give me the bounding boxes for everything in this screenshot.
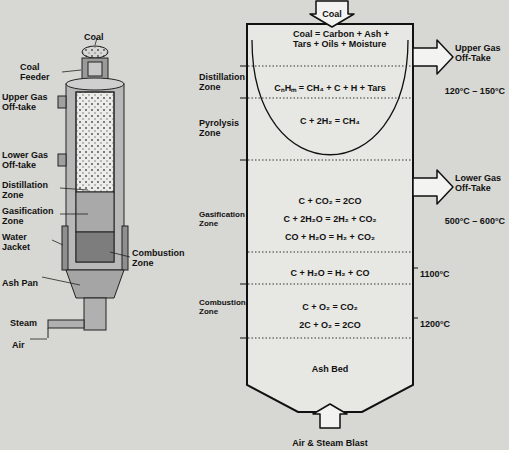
zone-name: Ash Bed xyxy=(312,364,349,374)
ash-bed-band: Ash Bed xyxy=(247,338,413,385)
part-label: Ash Pan xyxy=(2,278,38,288)
leader-line xyxy=(52,240,63,245)
coal-feed-band: Coal = Carbon + Ash + Tars + Oils + Mois… xyxy=(247,24,413,66)
zone-separator xyxy=(248,284,412,285)
air-steam-blast-arrow: Air & Steam Blast xyxy=(280,404,380,448)
coal-feeder xyxy=(82,58,108,80)
leader-line xyxy=(30,339,47,340)
leader-line xyxy=(110,252,130,257)
zone-tick xyxy=(240,338,247,339)
leader-line xyxy=(62,70,81,72)
temperature-tick xyxy=(413,268,418,269)
part-label: Air xyxy=(12,340,25,350)
reaction-text: C + CO₂ = 2CO xyxy=(298,196,361,206)
distillation-band: Distillation ZoneCₙHₘ = CH₄ + C + H + Ta… xyxy=(247,66,413,98)
temperature-tick xyxy=(413,318,418,319)
part-label: Water Jacket xyxy=(2,232,50,253)
upper-gas-pipe xyxy=(58,96,66,108)
steam-air-pipe xyxy=(48,320,84,328)
block-arrow xyxy=(413,40,453,74)
water-jacket-left xyxy=(62,226,68,270)
composition-text: Coal = Carbon + Ash + Tars + Oils + Mois… xyxy=(293,29,397,50)
water-jacket-right xyxy=(122,226,128,270)
reaction-text: C + 2H₂ = CH₄ xyxy=(300,116,360,126)
offtake-name: Lower Gas Off-Take xyxy=(455,173,505,194)
zone-separator xyxy=(248,252,412,253)
zone-tick xyxy=(240,98,247,99)
inlet-label: Air & Steam Blast xyxy=(292,438,368,448)
coal-bed xyxy=(76,92,114,192)
offtake-name: Upper Gas Off-Take xyxy=(455,43,505,64)
reaction-text: C + O₂ = CO₂ xyxy=(302,302,358,312)
leader-line xyxy=(42,277,80,285)
part-label: Coal xyxy=(84,32,104,42)
zone-brackets xyxy=(240,66,418,338)
gasification-region xyxy=(76,192,114,232)
zone-tick xyxy=(240,284,247,285)
coal-inlet-arrow: Coal xyxy=(310,1,354,27)
coal-feeder-window xyxy=(88,62,102,76)
vessel-cutaway xyxy=(76,92,114,262)
temperature-range: 500°C – 600°C xyxy=(445,216,505,226)
part-label: Steam xyxy=(10,318,37,328)
pyrolysis-band: Pyrolysis ZoneC + 2H₂ = CH₄ xyxy=(247,98,413,160)
zone-label: Distillation Zone xyxy=(2,180,58,201)
vessel-top xyxy=(66,78,124,90)
lower-gas-pipe xyxy=(58,154,66,166)
temperature-label: 1200°C xyxy=(420,319,450,329)
gasifier-column xyxy=(240,24,418,412)
zone-name: Pyrolysis Zone xyxy=(199,118,245,139)
inlet-label: Coal xyxy=(322,9,342,19)
block-arrow xyxy=(313,404,347,428)
block-arrow xyxy=(413,170,453,204)
reaction-text: 2C + O₂ = 2CO xyxy=(299,320,361,330)
zone-separator xyxy=(248,338,412,339)
zone-name: Distillation Zone xyxy=(199,72,245,93)
zone-separator xyxy=(248,98,412,99)
zone-label: Combustion Zone xyxy=(132,248,194,269)
gas-offtake-arrow: Lower Gas Off-Take 500°C – 600°C xyxy=(413,170,505,228)
zone-tick xyxy=(240,160,247,161)
zone-separator xyxy=(248,66,412,67)
coal-pile xyxy=(82,46,108,58)
temperature-label: 1100°C xyxy=(420,269,450,279)
pyrolysis-curve xyxy=(252,40,408,155)
vessel-shell xyxy=(66,84,124,270)
combustion-band: Combustion ZoneC + O₂ = CO₂2C + O₂ = 2CO xyxy=(247,284,413,338)
reaction-text: C + 2H₂O = 2H₂ + CO₂ xyxy=(284,214,377,224)
zone-separator xyxy=(248,160,412,161)
reaction-text: CO + H₂O = H₂ + CO₂ xyxy=(285,232,375,242)
leader-line xyxy=(60,188,88,190)
combustion-region xyxy=(76,232,114,262)
block-arrow xyxy=(310,1,354,27)
part-label: Coal Feeder xyxy=(20,62,60,83)
column-outline xyxy=(247,24,413,412)
part-label: Upper Gas Off-take xyxy=(2,92,56,113)
zone-separators xyxy=(248,66,412,338)
part-label: Lower Gas Off-take xyxy=(2,150,56,171)
temperature-range: 120°C – 150°C xyxy=(445,86,505,96)
zone-name: Combustion Zone xyxy=(199,298,245,316)
air-inlet xyxy=(48,328,49,338)
gasification-band: Gasification ZoneC + CO₂ = 2COC + 2H₂O =… xyxy=(247,160,413,252)
zone-name: Gasification Zone xyxy=(199,210,245,228)
reaction-text: C + H₂O = H₂ + CO xyxy=(291,268,370,278)
reaction-text: CₙHₘ = CH₄ + C + H + Tars xyxy=(274,83,386,93)
zone-label: Gasification Zone xyxy=(2,206,58,227)
base-pipe xyxy=(84,298,106,330)
gasifier-illustration xyxy=(48,46,128,338)
gas-offtake-arrow: Upper Gas Off-Take 120°C – 150°C xyxy=(413,40,505,98)
leader-line xyxy=(60,214,88,215)
zone-tick xyxy=(240,66,247,67)
steam-reaction-band: C + H₂O = H₂ + CO xyxy=(247,252,413,284)
